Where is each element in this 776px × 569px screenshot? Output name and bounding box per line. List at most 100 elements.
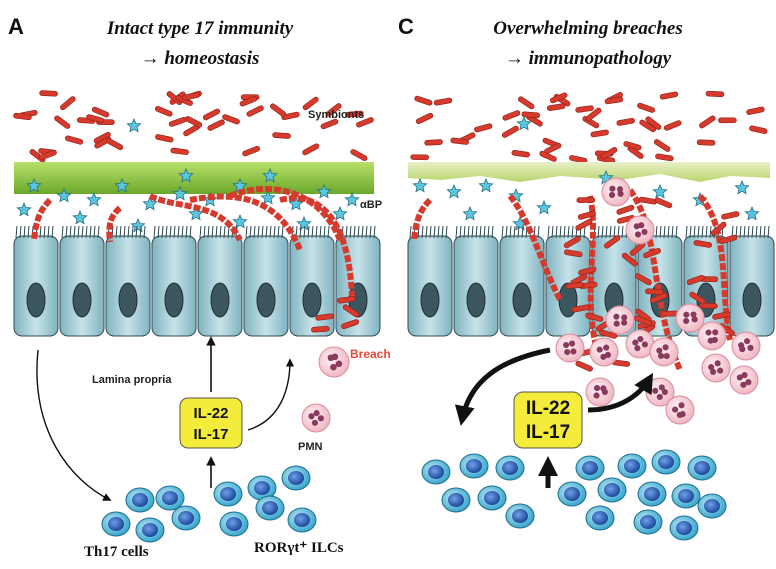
cytokine-box-c <box>513 391 583 449</box>
antimicrobial-star-icon <box>734 179 750 195</box>
bacterium-icon <box>663 120 682 131</box>
bacterium-icon <box>65 135 84 145</box>
bacterial-chain <box>627 188 683 372</box>
microvilli <box>61 225 100 239</box>
cell-nucleus <box>512 282 532 318</box>
bacterium-icon <box>696 139 716 146</box>
neutrophil-lobe <box>311 419 319 426</box>
bacterium-icon <box>705 90 725 98</box>
bacterium-icon <box>539 150 557 162</box>
antimicrobial-star-icon <box>478 177 494 193</box>
neutrophil-lobe <box>570 348 577 355</box>
cell-nucleus <box>210 282 230 318</box>
antimicrobial-star-icon <box>232 177 248 193</box>
bacterium-icon <box>181 92 201 101</box>
bacterium-icon <box>600 147 618 160</box>
bacterium-icon <box>270 103 287 117</box>
neutrophils-a <box>301 346 350 433</box>
neutrophil-lobe <box>676 411 683 418</box>
lymphocytes-a <box>101 465 317 543</box>
antimicrobial-star-icon <box>516 115 532 131</box>
antimicrobial-star-icon <box>536 199 552 215</box>
bacterium-icon <box>655 153 674 162</box>
neutrophil-icon <box>589 337 619 367</box>
lymphocyte-nucleus <box>226 517 242 531</box>
bacterium-icon <box>155 134 174 143</box>
bacterium-icon <box>106 138 124 151</box>
panel-c-title-line1: Overwhelming breaches <box>493 18 682 39</box>
bacterium-icon <box>518 96 535 110</box>
bacterium-icon <box>712 311 731 320</box>
bacterium-icon <box>564 249 583 258</box>
bacterium-icon <box>170 147 189 155</box>
bacterium-icon <box>576 197 596 203</box>
antimicrobial-star-icon <box>126 117 142 133</box>
bacterium-icon <box>654 197 673 209</box>
bacterium-icon <box>246 105 264 117</box>
antimicrobial-star-icon <box>412 177 428 193</box>
lymphocyte-nucleus <box>624 459 640 473</box>
neutrophil-lobe <box>600 385 607 392</box>
cell-nucleus <box>466 282 486 318</box>
lymphocyte-nucleus <box>220 487 236 501</box>
neutrophil-lobe <box>658 384 665 391</box>
mucus-layer-c <box>408 162 770 182</box>
bacterium-icon <box>414 95 433 106</box>
antimicrobial-star-icon <box>744 205 760 221</box>
neutrophil-lobe <box>707 337 714 344</box>
bacterium-icon <box>242 145 260 157</box>
antimicrobial-star-icon <box>446 183 462 199</box>
cell-nucleus <box>164 282 184 318</box>
bacterium-icon <box>710 221 727 236</box>
antimicrobial-star-icon <box>172 185 188 201</box>
bacterium-icon <box>634 273 652 286</box>
bacterial-chain <box>279 195 355 301</box>
cell-nucleus <box>420 282 440 318</box>
lymphocyte-nucleus <box>678 489 694 503</box>
bacterium-icon <box>639 119 656 133</box>
bacterium-icon <box>13 112 32 121</box>
lamina-propria-label: Lamina propria <box>92 374 172 386</box>
bacterium-icon <box>590 129 609 138</box>
bacterium-icon <box>424 139 443 146</box>
neutrophil-lobe <box>335 360 343 368</box>
bacterium-icon <box>302 96 319 111</box>
bacterium-icon <box>207 119 225 131</box>
epithelium-a <box>13 225 381 337</box>
neutrophil-lobe <box>593 392 600 399</box>
lymphocyte-nucleus <box>294 513 310 527</box>
antimicrobial-star-icon <box>72 209 88 225</box>
neutrophil-lobe <box>637 336 644 343</box>
bacterium-icon <box>511 150 530 158</box>
bacterium-icon <box>202 108 221 121</box>
bacterium-icon <box>341 319 360 329</box>
lymphocyte-nucleus <box>564 487 580 501</box>
neutrophil-lobe <box>678 402 685 409</box>
arrow-to-lymphocytes-c <box>454 347 551 426</box>
microvilli <box>731 225 770 239</box>
bacterium-icon <box>272 132 291 139</box>
microvilli <box>153 225 192 239</box>
neutrophil-lobe <box>317 415 324 422</box>
neutrophil-lobe <box>708 364 715 371</box>
bacterium-icon <box>86 114 105 124</box>
antimicrobial-star-icon <box>260 189 276 205</box>
ilc-label: RORγt⁺ ILCs <box>254 540 344 556</box>
bacterium-icon <box>433 97 453 106</box>
lymphocyte-nucleus <box>428 465 444 479</box>
arrow-to-neutrophils-c <box>587 372 654 413</box>
neutrophil-lobe <box>638 222 645 229</box>
neutrophil-lobe <box>661 388 668 396</box>
bacterial-chain <box>148 193 243 242</box>
bacterium-icon <box>721 211 740 220</box>
bacterium-icon <box>315 313 334 321</box>
antimicrobial-star-icon <box>56 187 72 203</box>
antimicrobial-star-icon <box>288 195 304 211</box>
cell-nucleus <box>118 282 138 318</box>
lymphocyte-nucleus <box>676 521 692 535</box>
bacterium-icon <box>166 91 183 105</box>
bacterium-icon <box>60 96 76 111</box>
neutrophil-icon <box>601 177 631 207</box>
bacterium-icon <box>643 248 661 259</box>
